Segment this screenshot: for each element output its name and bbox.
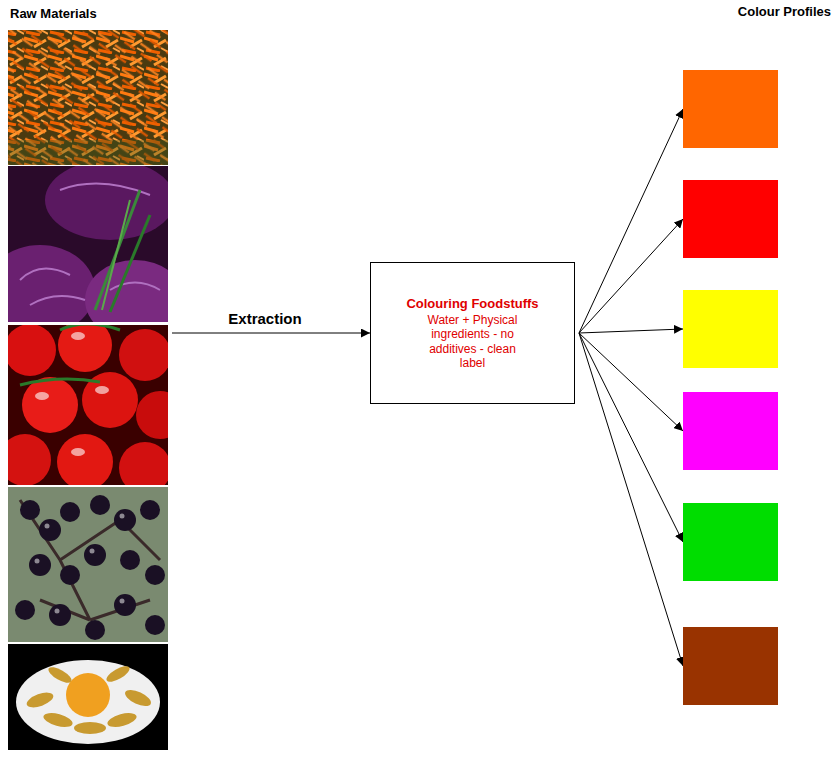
tomato-photo-part [71,332,85,340]
red-cabbage-photo-part [102,200,130,310]
turmeric-photo-part-part [74,722,106,734]
turmeric-photo-part [16,660,160,744]
red-cabbage-photo-part [8,245,95,322]
colour-swatch [683,70,778,148]
berry-photo-part-part [85,620,105,640]
arrow-connector [579,333,683,542]
edge-label: Extraction [226,310,303,327]
berry-photo-part-part [60,565,80,585]
tomato-photo-part [95,386,109,394]
tomato-photo-part [57,434,113,485]
colour-swatch [683,392,778,470]
berry-photo-part-part [120,599,125,604]
berry-photo-part-part [45,524,50,529]
carrot-photo-part [8,30,168,165]
tomato-photo-part [35,392,49,400]
berry-photo-part-part [60,502,80,522]
berry-photo-part-part [114,509,136,531]
tomato-photo-part [71,448,85,456]
berry-photo-part [20,500,160,620]
berry-photo-part-part [35,559,40,564]
raw-material-column: Raw Materials [8,4,168,750]
berry-photo-part-part [15,600,35,620]
colour-swatch [683,290,778,368]
carrot-photo-part [8,30,168,165]
tomato-photo-part [119,329,168,381]
node-body: Water + Physical ingredients - no additi… [423,313,523,371]
berry-photo-part-part [55,609,60,614]
connectors [172,109,683,666]
turmeric-photo-part [8,644,168,750]
turmeric-photo-part-part [25,690,55,711]
red-cabbage-photo-part [45,166,168,240]
tomato-photo [8,325,168,485]
berry-photo-part-part [114,594,136,616]
berry-photo-part-part [90,495,110,515]
berry-photo-part-part [39,519,61,541]
colour-swatch [683,627,778,705]
berry-photo-part-part [145,565,165,585]
berry-photo-part-part [90,549,95,554]
colour-swatch [683,180,778,258]
turmeric-photo-part-part [104,663,132,685]
tomato-photo-part [8,325,56,376]
arrow-connector [579,329,683,333]
berry-photo-part-part [49,604,71,626]
turmeric-photo-part-part [123,687,153,710]
red-cabbage-photo [8,166,168,322]
carrot-photo [8,30,168,165]
turmeric-photo-part-part [106,710,138,729]
berry-photo-part [35,514,125,614]
arrow-connector [172,333,370,334]
turmeric-photo-part [25,663,153,734]
berry-photo-part [15,495,165,640]
red-cabbage-photo-part [110,215,150,312]
tomato-photo-part [136,391,168,439]
process-box: Colouring FoodstuffsWater + Physical ing… [370,262,575,404]
berry-photo-part-part [120,550,140,570]
arrow-connector [579,333,683,666]
turmeric-photo-part-part [46,664,74,686]
tomato-photo-part [22,377,78,433]
tomato-photo-part [119,442,168,485]
berry-photo-part-part [120,514,125,519]
column-heading: Colour Profiles [736,4,833,19]
arrow-connector [579,219,683,333]
berry-photo-part-part [140,500,160,520]
arrow-connector [579,109,683,333]
carrot-photo-part [8,140,168,165]
berry-photo-part-part [145,615,165,635]
berry-photo-part [8,487,168,642]
colour-swatch [683,503,778,581]
berry-photo-part-part [29,554,51,576]
tomato-photo-part [58,325,112,372]
berry-photo-part-part [20,500,40,520]
tomato-photo-part [20,325,120,385]
turmeric-photo-part-part [42,710,74,729]
berry-photo [8,487,168,642]
berry-photo-part-part [84,544,106,566]
tomato-photo-part [8,434,51,485]
node-heading: Raw Materials [8,6,99,21]
carrot-photo-part [8,30,168,165]
turmeric-photo-part [66,673,110,717]
turmeric-photo [8,644,168,750]
node-heading: Colouring Foodstuffs [406,296,538,311]
